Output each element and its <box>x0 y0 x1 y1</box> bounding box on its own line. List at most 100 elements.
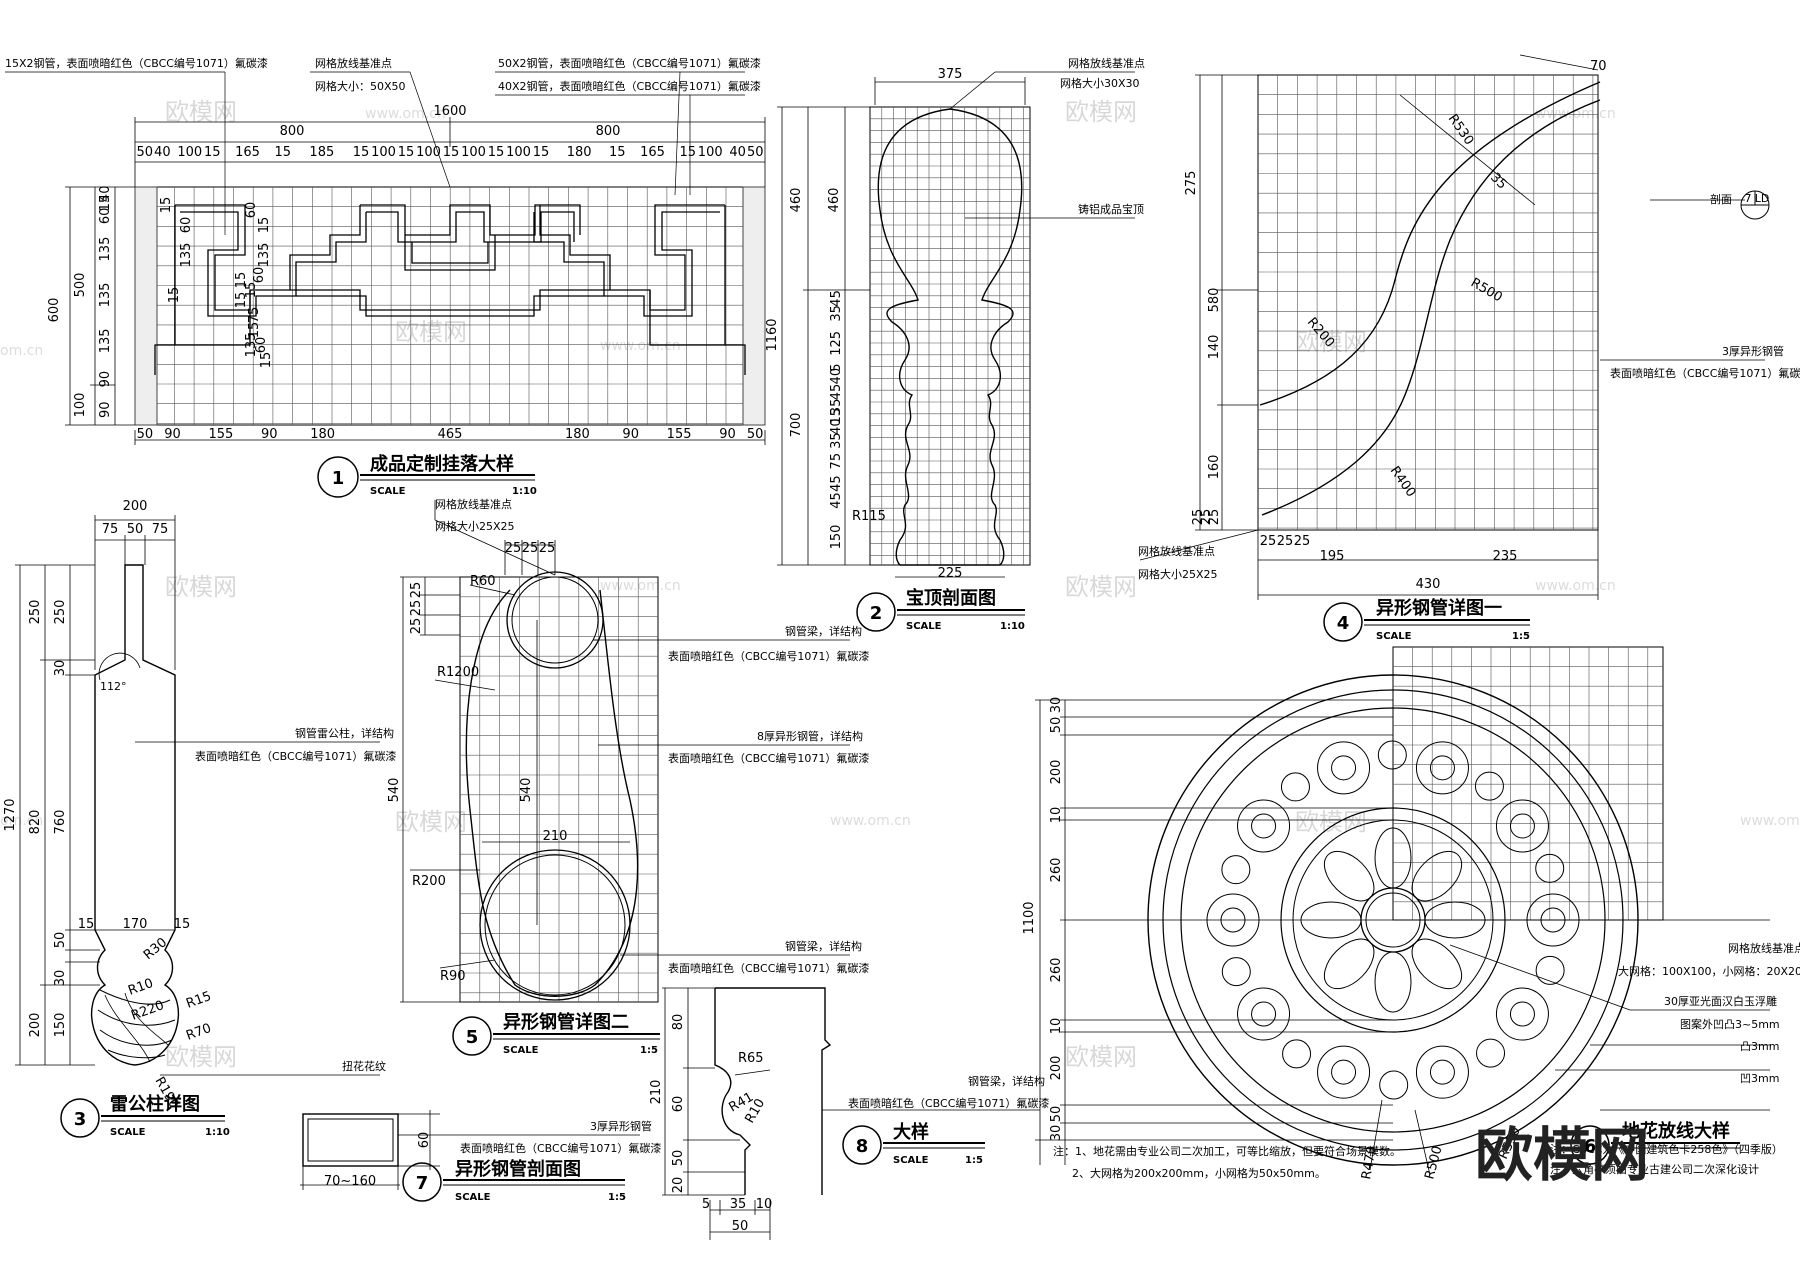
dim-label: 10 <box>1049 807 1064 824</box>
title-block-5: 5 异形钢管详图二 SCALE 1:5 <box>452 1011 660 1056</box>
radius-1: R530 <box>1445 112 1477 148</box>
dim-inner-width: 210 <box>543 829 568 844</box>
dim-label: 90 <box>164 427 181 442</box>
dim-label: 135 <box>244 333 259 358</box>
dim-label: 25 <box>1294 534 1311 549</box>
note-paint-3: 表面喷暗红色（CBCC编号1071）氟碳漆 <box>668 961 869 975</box>
note-relief: 图案外凹凸3~5mm <box>1680 1017 1780 1031</box>
dim-label: 15 <box>609 145 626 160</box>
petal <box>1411 938 1463 990</box>
dim-label: 165 <box>640 145 665 160</box>
dim-label: 60 <box>179 217 194 234</box>
dim-label: 45 <box>829 492 844 509</box>
petal <box>1323 938 1375 990</box>
dim-inner-height: 540 <box>519 778 534 803</box>
dim-label: 155 <box>208 427 233 442</box>
scale-label: SCALE <box>370 486 406 497</box>
dim-top-part-1: 75 <box>102 522 119 537</box>
dim-side-right: 15 <box>174 917 191 932</box>
watermark-url: www.om.cn <box>1535 578 1616 594</box>
dim-half-right: 800 <box>596 124 621 139</box>
watermark-url: om.cn <box>0 343 43 359</box>
dim-upper-inner: 460 <box>827 188 842 213</box>
dim-label: 50 <box>747 427 764 442</box>
dim-label: 75 <box>247 307 262 324</box>
drawing-number: 4 <box>1337 613 1350 634</box>
note-grid-size: 网格大小25X25 <box>435 519 515 533</box>
dim-label: 15 <box>204 145 221 160</box>
dim-500: 500 <box>73 273 88 298</box>
dim-label: 40 <box>729 145 746 160</box>
note-tube-15: 15X2钢管，表面喷暗红色（CBCC编号1071）氟碳漆 <box>5 56 268 70</box>
dim-left-a-3: 200 <box>28 1013 43 1038</box>
note-grid-point: 网格放线基准点 <box>315 56 392 70</box>
watermark-url: www.om.cn <box>365 106 446 122</box>
dim-label: 15 <box>167 287 182 304</box>
watermarks: 欧模网 欧模网 欧模网 欧模网 欧模网 欧模网 欧模网 欧模网 欧模网 欧模网 … <box>0 98 1800 1071</box>
scale-label: SCALE <box>893 1155 929 1166</box>
drawing-2-finial-section: 375 225 1160 460 460 700 453512554045351… <box>765 56 1145 632</box>
dim-label: 15 <box>533 145 550 160</box>
dim-left-5: 20 <box>671 1177 686 1194</box>
dim-label: 15 <box>259 352 274 369</box>
scroll-outer <box>1495 987 1549 1041</box>
scale-value: 1:5 <box>608 1192 626 1203</box>
dim-top-part-3: 75 <box>152 522 169 537</box>
dim-label: 100 <box>506 145 531 160</box>
dim-label: 180 <box>310 427 335 442</box>
note-grid-size: 网格大小：50X50 <box>315 79 406 93</box>
dim-100: 100 <box>73 393 88 418</box>
note-beam-2: 钢管梁，详结构 <box>785 939 862 953</box>
title-block-6: 6 地花放线大样 <box>1570 1120 1740 1165</box>
scroll-inner <box>1429 1059 1455 1085</box>
watermark-brand: 欧模网 <box>165 1043 237 1071</box>
detail-profile <box>714 987 832 1195</box>
scroll-small <box>1221 957 1251 987</box>
scale-value: 1:5 <box>640 1045 658 1056</box>
dim-label: 275 <box>1184 171 1199 196</box>
dim-label: 15 <box>488 145 505 160</box>
dim-label: 25 <box>1260 534 1277 549</box>
dim-left-3: 60 <box>671 1096 686 1113</box>
radius-2: R1200 <box>437 665 479 680</box>
scroll-inner <box>1331 1059 1357 1085</box>
scroll-inner <box>1509 1001 1535 1027</box>
note-grid-point: 网格放线基准点 <box>1728 941 1800 955</box>
dim-label: 185 <box>309 145 334 160</box>
dim-width: 70~160 <box>324 1174 376 1189</box>
scroll-small <box>1535 853 1565 883</box>
dim-total: 1600 <box>433 104 466 119</box>
dim-left-b-3: 760 <box>53 810 68 835</box>
scroll-inner <box>1251 813 1277 839</box>
note-paint: 表面喷暗红色（CBCC编号1071）氟碳漆 <box>195 749 396 763</box>
dim-left-a-2: 820 <box>28 810 43 835</box>
dim-left-2: 210 <box>649 1080 664 1105</box>
dim-label: 15 <box>353 145 370 160</box>
dim-label: 195 <box>1320 549 1345 564</box>
section-mark: 剖面 <box>1710 192 1732 206</box>
scroll-inner <box>1429 755 1455 781</box>
drawing-number: 6 <box>1584 1136 1597 1157</box>
dim-label: 10 <box>1049 1018 1064 1035</box>
scale-value: 1:10 <box>205 1127 230 1138</box>
dim-label: 260 <box>1049 858 1064 883</box>
dim-label: 15 <box>829 408 844 425</box>
grid-6 <box>1393 647 1663 920</box>
drawing-number: 5 <box>466 1027 479 1048</box>
dim-corner: 70 <box>1590 59 1607 74</box>
watermark-brand: 欧模网 <box>1295 328 1367 356</box>
note-grid-point: 网格放线基准点 <box>435 497 512 511</box>
dim-top: 375 <box>938 67 963 82</box>
drawing-title: 雷公柱详图 <box>110 1093 200 1115</box>
dim-label: 580 <box>1207 288 1222 313</box>
dim-upper: 460 <box>789 188 804 213</box>
dim-left-b-6: 150 <box>53 1013 68 1038</box>
dim-label: 40 <box>98 186 113 203</box>
title-block-8: 8 大样 SCALE 1:5 <box>842 1121 985 1166</box>
note-grid-size: 网格大小25X25 <box>1138 567 1218 581</box>
dim-label: 15 <box>244 282 259 299</box>
watermark-url: www.om.cn <box>1535 106 1616 122</box>
scroll-outer <box>1415 1045 1469 1099</box>
